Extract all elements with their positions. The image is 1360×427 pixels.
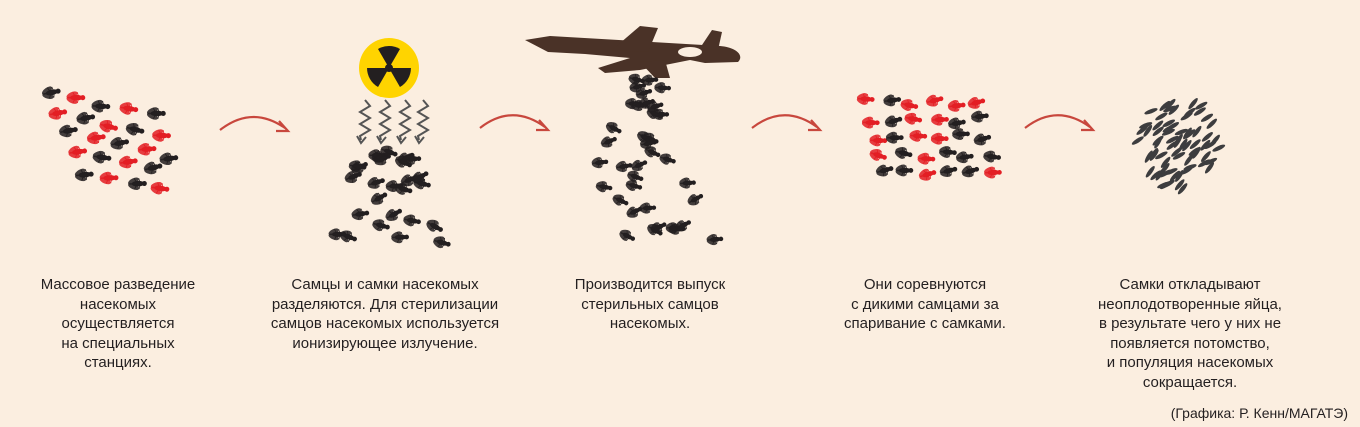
egg-icon xyxy=(1130,135,1145,147)
fly-icon xyxy=(885,130,904,145)
fly-icon xyxy=(117,99,140,118)
fly-icon xyxy=(855,91,875,107)
released-sterile-males xyxy=(590,70,724,247)
arrow-step-2 xyxy=(479,114,551,132)
fly-icon xyxy=(39,83,63,102)
fly-icon xyxy=(902,110,924,128)
fly-icon xyxy=(66,143,89,161)
fly-icon xyxy=(965,93,987,112)
unfertilized-eggs-cluster xyxy=(1130,96,1226,196)
fly-icon xyxy=(930,112,950,128)
airplane-icon xyxy=(525,26,741,78)
egg-icon xyxy=(1143,106,1159,116)
fly-icon xyxy=(882,111,905,131)
fly-icon xyxy=(65,90,86,106)
fly-icon xyxy=(97,116,120,137)
fly-icon xyxy=(151,127,172,144)
arrow-step-3 xyxy=(751,114,823,132)
radiation-wave-icon xyxy=(414,99,430,145)
fly-icon xyxy=(873,161,896,180)
fly-icon xyxy=(423,215,446,237)
breeding-insect-swarm xyxy=(39,83,180,197)
fly-icon xyxy=(916,165,939,184)
fly-icon xyxy=(390,229,410,245)
fly-icon xyxy=(616,225,638,246)
fly-icon xyxy=(382,203,405,226)
fly-icon xyxy=(881,92,902,109)
fly-icon xyxy=(146,105,166,122)
fly-icon xyxy=(937,161,959,180)
fly-icon xyxy=(894,163,914,178)
fly-icon xyxy=(73,166,95,184)
fly-icon xyxy=(136,140,157,158)
fly-icon xyxy=(930,131,949,146)
fly-icon xyxy=(916,151,936,167)
fly-icon xyxy=(954,148,975,166)
fly-icon xyxy=(969,108,990,125)
fly-icon xyxy=(108,134,131,153)
fly-icon xyxy=(401,212,423,230)
step-5-caption: Самки откладывают неоплодотворенные яйца… xyxy=(1098,276,1282,391)
step-2-caption: Самцы и самки насекомых разделяются. Для… xyxy=(270,276,500,352)
fly-icon xyxy=(657,150,678,169)
fly-icon xyxy=(609,190,631,211)
fly-icon xyxy=(860,115,880,130)
fly-icon xyxy=(705,232,724,247)
fly-icon xyxy=(90,98,111,115)
fly-icon xyxy=(74,109,97,128)
arrow-step-1 xyxy=(219,115,291,133)
fly-icon xyxy=(126,175,148,192)
graphic-credit: (Графика: Р. Кенн/МАГАТЭ) xyxy=(1170,405,1348,421)
radiation-waves-icon xyxy=(356,99,430,145)
fly-icon xyxy=(148,179,171,197)
fly-icon xyxy=(983,165,1002,180)
radiation-wave-icon xyxy=(396,99,412,145)
fly-icon xyxy=(590,154,609,171)
fly-icon xyxy=(90,148,113,167)
radiation-wave-icon xyxy=(376,99,392,145)
fly-icon xyxy=(898,96,920,114)
fly-icon xyxy=(430,233,453,252)
fly-icon xyxy=(937,144,958,160)
fly-icon xyxy=(57,121,79,140)
fly-icon xyxy=(981,148,1002,165)
sorted-male-insects xyxy=(327,142,453,252)
fly-icon xyxy=(946,97,967,114)
fly-icon xyxy=(866,145,889,165)
fly-icon xyxy=(349,205,371,223)
fly-icon xyxy=(593,178,614,195)
arrow-step-4 xyxy=(1024,114,1096,132)
fly-icon xyxy=(868,133,888,148)
fly-icon xyxy=(117,153,139,171)
fly-icon xyxy=(85,129,107,147)
fly-icon xyxy=(923,91,946,110)
step-3-caption: Производится выпуск стерильных самцов на… xyxy=(574,276,726,332)
fly-icon xyxy=(892,144,914,163)
fly-icon xyxy=(971,129,993,149)
fly-icon xyxy=(46,104,69,123)
fly-icon xyxy=(598,132,620,152)
step-1-caption: Массовое разведение насекомых осуществля… xyxy=(40,276,196,371)
step-4-caption: Они соревнуются с дикими самцами за спар… xyxy=(844,276,1006,332)
fly-icon xyxy=(364,173,387,193)
fly-icon xyxy=(602,118,625,138)
fly-icon xyxy=(123,119,146,139)
fly-icon xyxy=(684,189,706,210)
radiation-symbol-icon xyxy=(359,38,419,98)
egg-icon xyxy=(1154,111,1169,122)
fly-icon xyxy=(98,170,119,186)
fly-icon xyxy=(653,80,672,95)
fly-icon xyxy=(908,128,928,144)
fly-icon xyxy=(959,161,981,181)
mating-competition-swarm xyxy=(855,91,1002,184)
fly-icon xyxy=(367,187,391,209)
fly-icon xyxy=(678,175,697,191)
radiation-wave-icon xyxy=(356,99,372,145)
